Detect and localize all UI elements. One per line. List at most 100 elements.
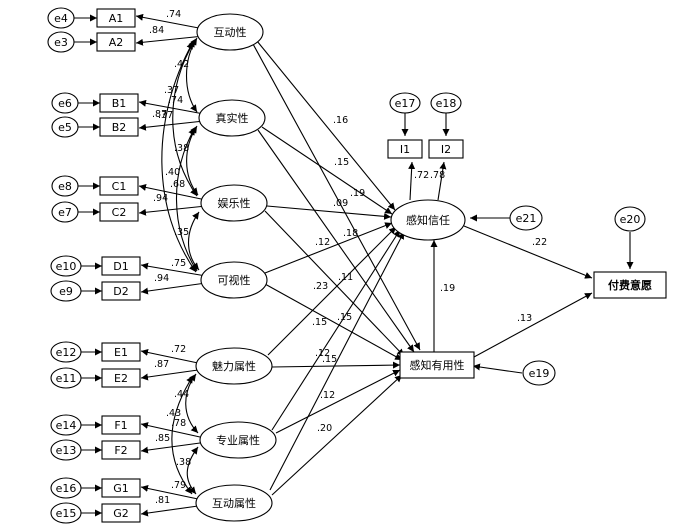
covariance-arc [176, 127, 198, 272]
loading-value: .68 [170, 179, 185, 190]
error-label: e19 [529, 367, 550, 380]
path-value: .15 [312, 317, 327, 328]
indicator-label: C2 [112, 206, 127, 219]
path-value: .12 [315, 348, 330, 359]
loading-value: .72 [414, 170, 429, 181]
indicator-box [101, 478, 141, 498]
latent-label: 互动属性 [212, 496, 256, 510]
indicator-label: A2 [109, 36, 124, 49]
structural-path [252, 43, 421, 351]
loading-values: .74 .84 .74 .87 .68 .94 .75 .94 .72 .87 … [149, 9, 445, 506]
loading-value: .94 [153, 193, 168, 204]
indicator-box [96, 32, 136, 52]
loading-arrow [140, 485, 199, 500]
loading-value: .74 [168, 95, 183, 106]
error-label: e11 [56, 372, 77, 385]
structural-path [271, 229, 401, 431]
structural-path [463, 225, 593, 279]
indicator-box [101, 342, 141, 362]
covariance-value: .42 [174, 59, 189, 70]
error-label: e21 [516, 212, 537, 225]
path-value: .16 [333, 115, 348, 126]
path-value: .19 [350, 188, 365, 199]
error-circle [51, 175, 79, 197]
latent-label: 感知有用性 [410, 358, 465, 372]
error-circle [509, 205, 543, 231]
loading-value: .84 [149, 25, 164, 36]
indicator-label: A1 [109, 12, 124, 25]
loading-value: .87 [154, 359, 169, 370]
loading-value: .78 [171, 418, 186, 429]
loading-arrow [138, 205, 207, 216]
covariance-value: .37 [164, 85, 179, 96]
indicator-label: I1 [400, 143, 410, 156]
error-label: e20 [620, 213, 641, 226]
error-label: e15 [56, 507, 77, 520]
path-value: .11 [338, 272, 353, 283]
structural-path [275, 369, 401, 434]
error-circle [50, 280, 82, 302]
loading-arrow [140, 369, 199, 381]
structural-path [266, 205, 392, 220]
structural-path [264, 283, 403, 361]
covariance-arc [185, 373, 199, 434]
loading-arrow [140, 349, 199, 364]
structural-path [269, 231, 405, 491]
latent-label: 感知信任 [406, 213, 450, 227]
covariance-value: .38 [174, 143, 189, 154]
indicator-box [99, 202, 139, 222]
error-circle [51, 201, 79, 223]
indicator-box [101, 440, 141, 460]
error-circle [50, 367, 82, 389]
structural-path [261, 126, 393, 215]
path-value: .12 [320, 390, 335, 401]
error-circle [430, 92, 462, 114]
covariance-value: .40 [165, 167, 180, 178]
indicator-box [99, 93, 139, 113]
indicator-label: E2 [114, 372, 128, 385]
latent-ellipse-meili [195, 347, 273, 385]
indicator-box [101, 415, 141, 435]
error-arrow [472, 363, 523, 374]
indicator-box [99, 117, 139, 137]
indicator-box [387, 139, 423, 159]
loading-value: .79 [171, 480, 186, 491]
loading-value: .81 [155, 495, 170, 506]
loading-value: .85 [155, 433, 170, 444]
indicator-label: D1 [113, 260, 128, 273]
indicator-label: B1 [112, 97, 127, 110]
latent-label: 专业属性 [216, 433, 260, 447]
error-circle [47, 31, 75, 53]
error-circle [50, 255, 82, 277]
indicator-label: F1 [114, 419, 127, 432]
error-circle [50, 414, 82, 436]
error-circle [389, 92, 421, 114]
error-circle [47, 7, 75, 29]
indicator-box [99, 176, 139, 196]
covariance-arc [188, 211, 200, 271]
structural-path [473, 292, 593, 358]
indicator-box [101, 281, 141, 301]
loading-value: .87 [152, 109, 167, 120]
error-label: e13 [56, 444, 77, 457]
error-label: e16 [56, 482, 77, 495]
covariance-arc [185, 37, 198, 113]
loading-arrow [135, 13, 205, 30]
error-label: e4 [54, 12, 68, 25]
path-value: .09 [333, 198, 348, 209]
latent-nodes: 互动性 真实性 娱乐性 可视性 魅力属性 专业属性 互动属性 感知信任 感知有用… [195, 13, 667, 522]
indicator-label: F2 [114, 444, 127, 457]
path-value: .15 [322, 354, 337, 365]
path-value: .23 [313, 281, 328, 292]
path-values: .16 .15 .19 .09 .18 .12 .11 .23 .15 .15 … [312, 115, 547, 434]
latent-ellipse-keshi [200, 261, 268, 299]
outcome-label: 付费意愿 [608, 278, 652, 292]
path-value: .15 [337, 312, 352, 323]
structural-path [256, 40, 396, 211]
structural-path [264, 222, 393, 274]
error-circle [522, 360, 556, 386]
loading-value: .78 [430, 170, 445, 181]
indicator-label: D2 [113, 285, 128, 298]
error-label: e17 [395, 97, 416, 110]
